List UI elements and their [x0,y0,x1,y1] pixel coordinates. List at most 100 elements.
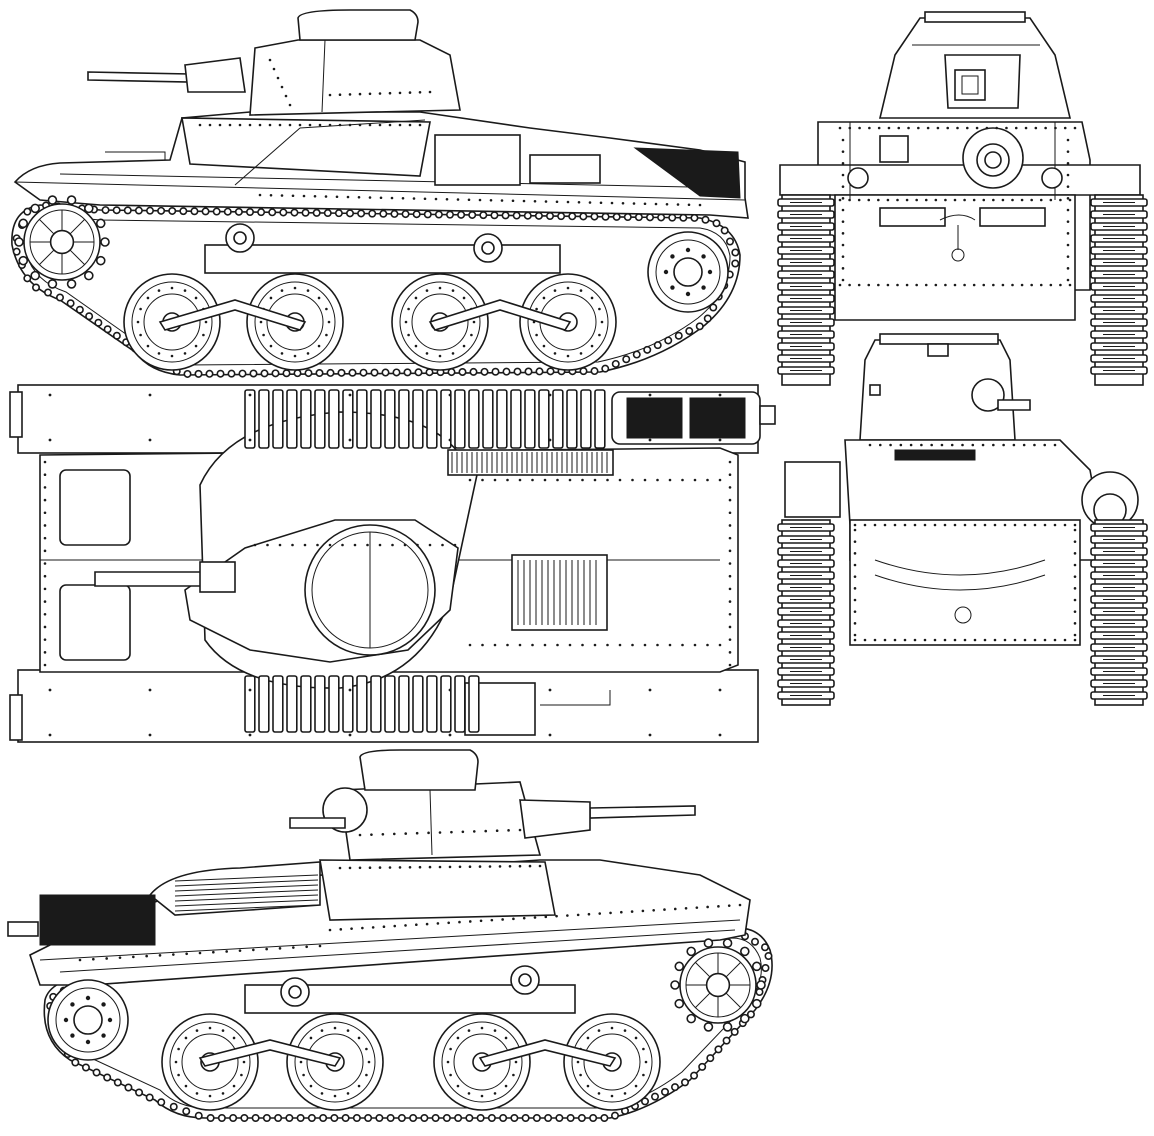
rivet [328,93,332,97]
rivet [458,865,462,869]
rivet [1011,283,1014,287]
rivet [338,93,342,96]
main-gun [94,571,206,587]
track-link [479,211,488,220]
rivet [905,198,909,202]
rivet [946,126,950,130]
rivet [656,643,659,647]
track-link [330,1114,339,1123]
track-link [274,1114,283,1123]
track-link [390,209,399,218]
rivet [1005,126,1008,130]
track-link [384,389,396,449]
rivet [606,643,609,647]
rivet [841,138,845,142]
rivet [468,643,472,647]
rivet [609,911,612,915]
track-link [712,219,721,228]
track-link [314,389,326,449]
rivet [436,922,440,925]
rivet [468,865,472,868]
rivet [718,733,722,737]
track-link [513,367,522,376]
track-link [364,1114,373,1123]
track-link [476,1114,485,1123]
rivet [43,511,47,515]
rivet [648,438,652,442]
rivet [687,203,691,207]
rivet [1073,528,1077,532]
rivet [225,950,228,953]
rivet [401,196,405,200]
rivet [208,123,212,127]
grille-slat [174,884,319,892]
track-link [101,206,110,215]
rivet [353,543,357,547]
rivet [448,865,452,869]
rivet [568,478,572,482]
track-link [487,1114,496,1123]
track-link [454,1114,463,1123]
front-view [777,11,1148,386]
rivet [728,625,732,629]
rivet [43,600,47,603]
rivet [853,610,857,613]
rivet [348,866,352,870]
rivet [936,126,940,130]
track-link [414,368,423,377]
rivet [940,443,944,447]
rivet [1054,126,1057,130]
track-link [201,207,210,216]
track-link [764,951,773,960]
rivet [291,543,294,547]
track-link [720,226,729,235]
track-link [645,213,654,222]
track-link [300,389,312,449]
rivet [907,126,910,130]
rivet [1053,523,1057,527]
exhaust-muffler [633,147,741,199]
rivet [1043,638,1047,642]
track-link [134,206,143,215]
track-link [169,1102,178,1111]
track-link [577,1114,586,1123]
rivet [418,865,422,869]
rivet [105,957,108,960]
track-link [168,206,177,215]
track-link [43,288,52,297]
rivet [632,202,636,205]
rivet [43,460,47,464]
rivet [841,232,845,235]
track-link [290,208,299,217]
track-link [398,675,410,733]
rivet [543,478,547,482]
rivet [1039,283,1043,287]
rivet [923,523,927,527]
track-link [103,1073,112,1082]
track-link [706,1054,715,1063]
rivet [652,908,655,912]
rivet [412,197,416,200]
rivet [883,638,887,642]
rivet [576,913,580,917]
rivet [889,443,892,447]
rivet [728,574,732,578]
turret [249,39,461,116]
rivet [654,202,658,206]
track-link [491,367,500,376]
rivet [358,833,362,837]
rivet [350,927,353,930]
rivet [853,563,857,567]
rivet [593,478,597,482]
rivet [706,643,709,647]
rivet [1066,185,1070,188]
track-link [55,293,64,302]
rivet [643,202,647,206]
track-link [386,1114,395,1123]
rivet [1073,622,1077,625]
rivet [973,638,977,642]
rear-machine-gun [971,378,1005,412]
rivet [1073,633,1077,637]
rivet [448,688,452,692]
track-link [538,389,550,449]
